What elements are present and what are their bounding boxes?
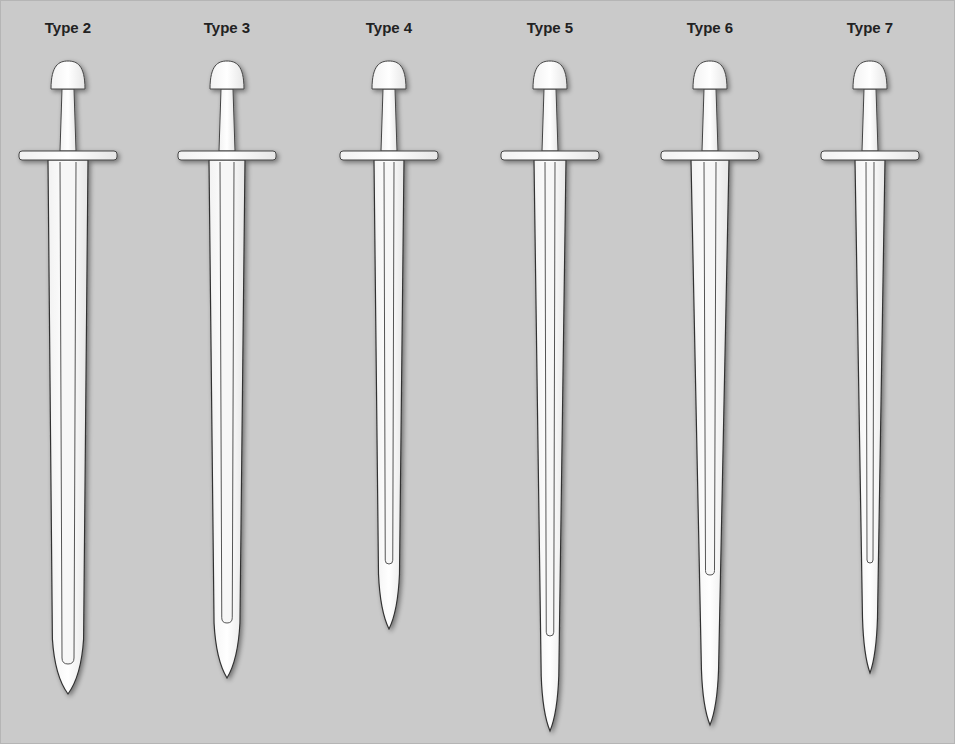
sword-crossguard: [340, 151, 438, 160]
sword-blade: [209, 160, 245, 678]
sword-crossguard: [178, 151, 276, 160]
type-label: Type 4: [366, 19, 412, 36]
sword-grip: [862, 89, 878, 151]
sword-crossguard: [19, 151, 117, 160]
sword-grip: [542, 89, 558, 151]
sword-pommel: [533, 61, 567, 89]
sword-figure: [821, 61, 919, 673]
sword-pommel: [693, 61, 727, 89]
blade-fuller: [866, 162, 874, 563]
sword-pommel: [210, 61, 244, 89]
sword-grip: [60, 89, 76, 151]
sword-blade: [48, 160, 88, 694]
type-label: Type 6: [687, 19, 733, 36]
sword-blade: [534, 160, 566, 731]
sword-grip: [702, 89, 718, 151]
type-label: Type 3: [204, 19, 250, 36]
type-label: Type 2: [45, 19, 91, 36]
sword-pommel: [372, 61, 406, 89]
sword-crossguard: [821, 151, 919, 160]
sword-blade: [855, 160, 885, 673]
sword-grip: [219, 89, 235, 151]
sword-crossguard: [661, 151, 759, 160]
sword-figure: [19, 61, 117, 694]
sword-blade: [691, 160, 729, 725]
sword-pommel: [853, 61, 887, 89]
blade-fuller: [220, 162, 234, 623]
sword-figure: [661, 61, 759, 725]
type-label: Type 7: [847, 19, 893, 36]
sword-figure: [178, 61, 276, 678]
blade-fuller: [545, 162, 555, 636]
sword-pommel: [51, 61, 85, 89]
sword-figure: [340, 61, 438, 629]
blade-fuller: [384, 162, 394, 564]
blade-fuller: [704, 162, 716, 575]
sword-blade: [374, 160, 404, 629]
type-label: Type 5: [527, 19, 573, 36]
sword-crossguard: [501, 151, 599, 160]
blade-fuller: [60, 162, 76, 664]
sword-figure: [501, 61, 599, 731]
sword-grip: [381, 89, 397, 151]
